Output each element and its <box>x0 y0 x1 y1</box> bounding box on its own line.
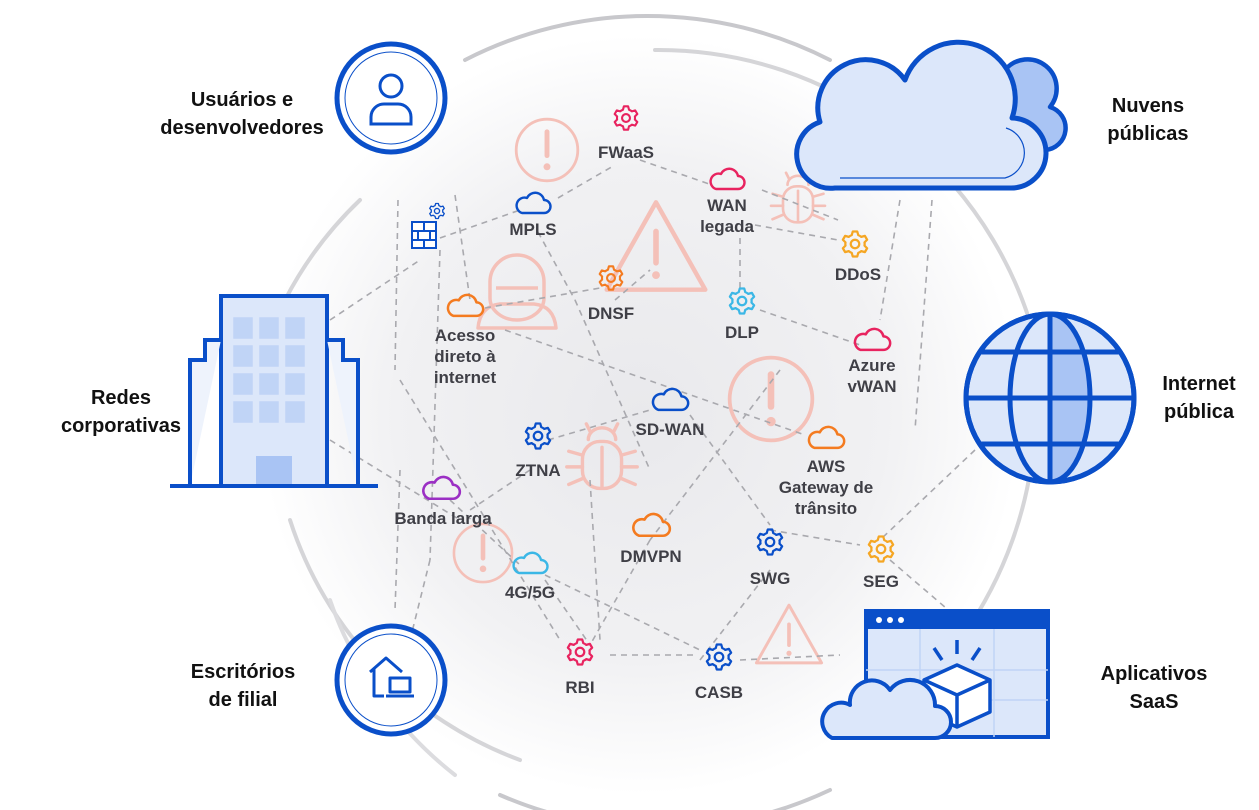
corporate-networks-label: Redes corporativas <box>60 387 182 437</box>
dlp-label: DLP <box>725 323 759 342</box>
public-clouds-label: Nuvens públicas <box>1107 95 1189 145</box>
users-node <box>334 41 448 155</box>
building-icon <box>170 294 378 488</box>
azure-vwan-label: Azure vWAN <box>847 356 897 396</box>
fwaas-label: FWaaS <box>597 143 655 162</box>
ddos-label: DDoS <box>834 265 882 284</box>
dnsf-label: DNSF <box>587 304 635 323</box>
direct-internet-label: Acesso direto à internet <box>433 326 497 387</box>
saas-apps-label: Aplicativos SaaS <box>1100 663 1208 713</box>
ztna-label: ZTNA <box>515 461 561 480</box>
sdwan-label: SD-WAN <box>635 420 705 439</box>
mpls-label: MPLS <box>509 220 557 239</box>
legacy-wan-label: WAN legada <box>700 196 754 236</box>
background-glow <box>260 35 1020 795</box>
box-icon <box>922 640 992 729</box>
user-icon <box>369 73 413 126</box>
connector-lines <box>329 159 976 661</box>
branch-offices-label: Escritórios de filial <box>190 661 296 711</box>
globe-icon <box>963 311 1137 485</box>
swg-label: SWG <box>749 569 791 588</box>
seg-label: SEG <box>863 572 899 591</box>
4g5g-label: 4G/5G <box>504 583 556 602</box>
public-clouds-node <box>794 39 1068 191</box>
aws-transit-label: AWS Gateway de trânsito <box>778 457 874 518</box>
dmvpn-label: DMVPN <box>620 547 682 566</box>
saas-apps-node <box>820 609 1050 740</box>
users-label: Usuários e desenvolvedores <box>160 89 324 139</box>
firewall-icon <box>411 221 437 249</box>
casb-label: CASB <box>694 683 744 702</box>
branch-offices-node <box>334 623 448 737</box>
rbi-label: RBI <box>565 678 595 697</box>
public-internet-label: Internet pública <box>1162 373 1236 423</box>
broadband-label: Banda larga <box>394 509 492 528</box>
house-laptop-icon <box>369 656 414 698</box>
